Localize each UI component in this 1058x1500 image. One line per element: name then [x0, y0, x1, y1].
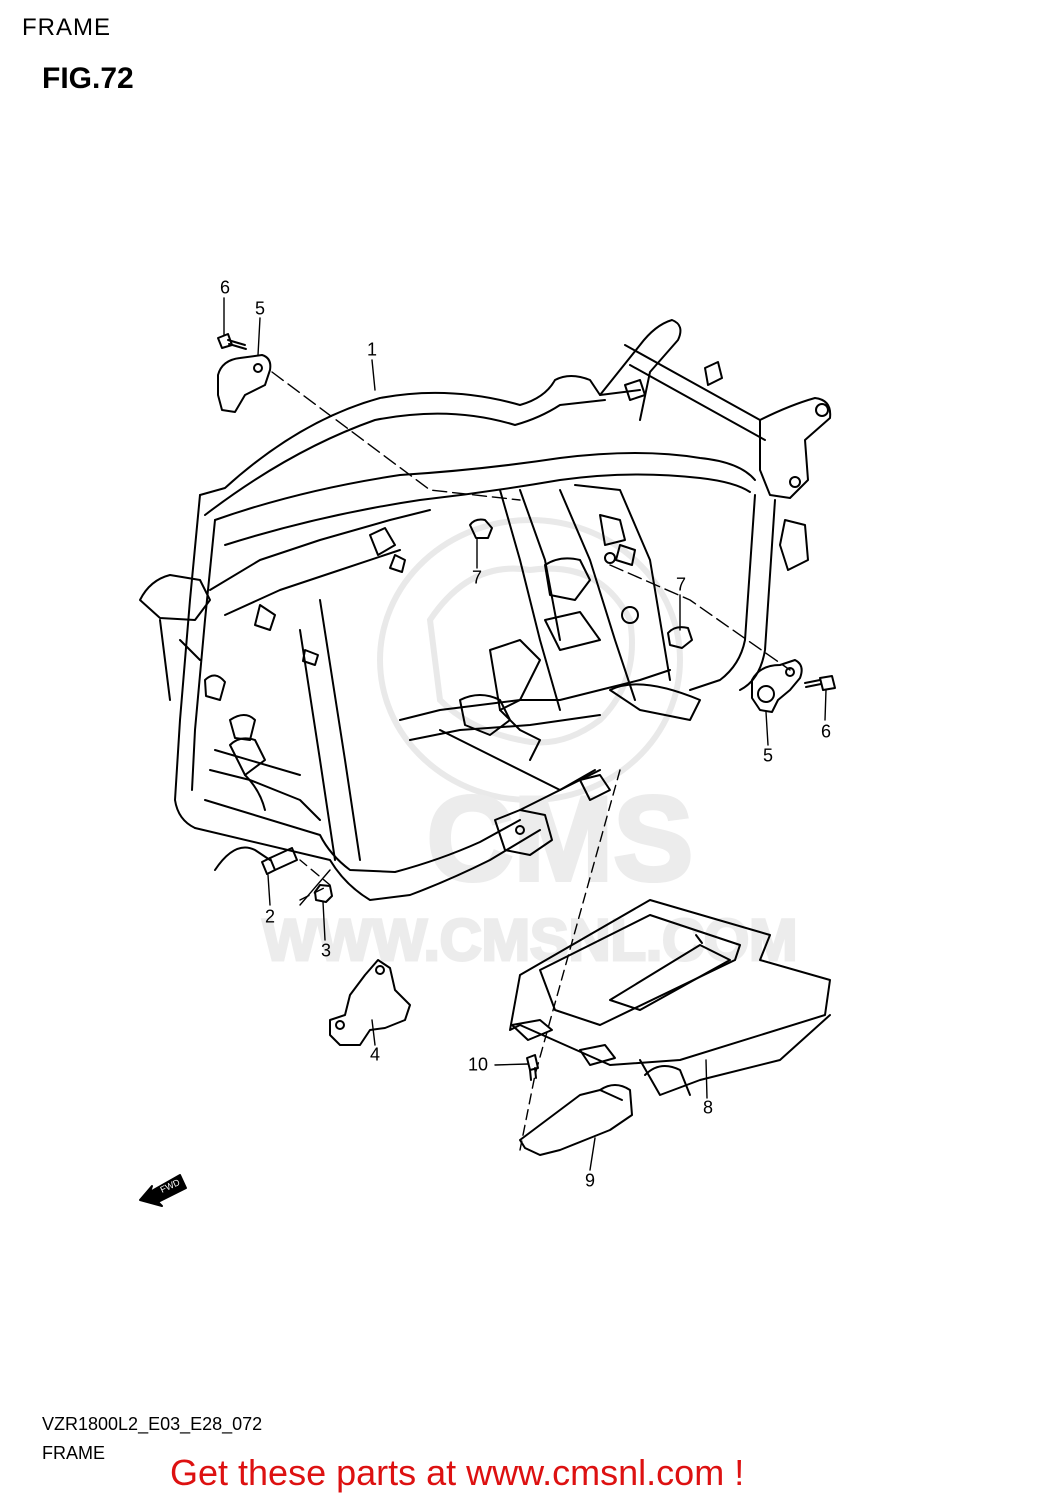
callout-2: 2	[264, 906, 276, 927]
callout-9: 9	[584, 1170, 596, 1191]
guard-part-9	[519, 1084, 633, 1156]
callout-5-lower: 5	[762, 745, 774, 766]
grommet-part-7-left	[469, 518, 493, 539]
callout-6-upper: 6	[219, 277, 231, 298]
leader-lines	[223, 297, 827, 1171]
watermark-brand: CMS	[427, 772, 694, 906]
forward-direction-arrow: FWD	[139, 1174, 187, 1207]
figure-number: FIG.72	[42, 62, 134, 95]
callout-8: 8	[702, 1097, 714, 1118]
promo-link[interactable]: Get these parts at www.cmsnl.com !	[170, 1452, 745, 1493]
main-frame	[139, 319, 832, 901]
watermark-site: WWW.CMSNL.COM	[263, 908, 798, 973]
callout-10: 10	[467, 1054, 489, 1075]
bracket-part-5-upper	[217, 354, 272, 413]
bolt-part-2	[261, 847, 298, 875]
watermark-logo-face	[426, 565, 635, 746]
screw-part-10	[526, 1054, 539, 1081]
bracket-part-4	[329, 959, 411, 1046]
diagram-code: VZR1800L2_E03_E28_072	[42, 1414, 263, 1434]
callout-7-left: 7	[471, 567, 483, 588]
watermark: CMS WWW.CMSNL.COM	[261, 517, 799, 975]
callout-7-right: 7	[675, 574, 687, 595]
bolt-part-6-lower	[804, 675, 836, 691]
bolt-part-6-upper	[217, 333, 247, 350]
grommet-part-7-right	[667, 626, 693, 649]
nut-part-3	[314, 884, 333, 903]
under-cover-part-8	[509, 899, 831, 1096]
callout-5-upper: 5	[254, 298, 266, 319]
diagram-name: FRAME	[42, 1443, 105, 1463]
section-title: FRAME	[22, 14, 111, 41]
bracket-part-5-lower	[751, 659, 803, 713]
callout-6-lower: 6	[820, 721, 832, 742]
callout-3: 3	[320, 940, 332, 961]
callout-1: 1	[366, 339, 378, 360]
callout-4: 4	[369, 1044, 381, 1065]
